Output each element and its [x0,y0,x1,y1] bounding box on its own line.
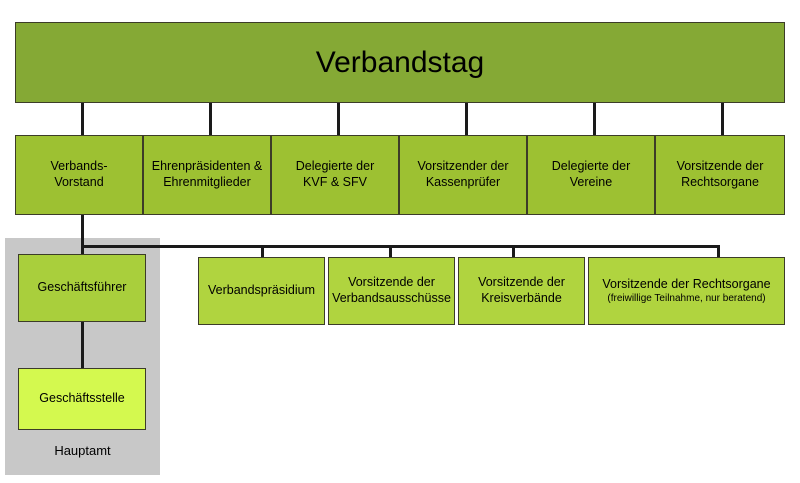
node-delegierte-vereine-label: Delegierte der Vereine [551,159,631,189]
connector-root-to-delegierte-kvf [337,103,340,135]
connector-vorstand-down [81,215,84,256]
node-verbandspraesidium-label: Verbandspräsidium [207,283,315,298]
node-verbandstag-label: Verbandstag [315,45,485,79]
node-vorsitzende-kreisverbaende-label: Vorsitzende der Kreisverbände [478,275,565,305]
node-vorsitzende-rechtsorgane[interactable]: Vorsitzende der Rechtsorgane [655,135,785,215]
node-delegierte-kvf-sfv-label: Delegierte der KVF & SFV [295,159,375,189]
connector-root-to-kassenpruefer [465,103,468,135]
connector-root-to-vereine [593,103,596,135]
connector-bus-to-ausschuesse [389,245,392,258]
node-delegierte-vereine[interactable]: Delegierte der Vereine [527,135,655,215]
node-vorsitzende-rechtsorgane-beratend-note: (freiwillige Teilnahme, nur beratend) [607,292,766,304]
node-geschaeftsfuehrer-label: Geschäftsführer [37,280,127,295]
node-vorsitzende-verbandsausschuesse[interactable]: Vorsitzende der Verbandsausschüsse [328,257,455,325]
node-vorsitzende-rechtsorgane-beratend[interactable]: Vorsitzende der Rechtsorgane (freiwillig… [588,257,785,325]
node-geschaeftsstelle-label: Geschäftsstelle [39,391,125,406]
node-verbands-vorstand[interactable]: Verbands- Vorstand [15,135,143,215]
hauptamt-group-caption: Hauptamt [54,443,111,458]
node-vorsitzende-verbandsausschuesse-label: Vorsitzende der Verbandsausschüsse [332,275,451,305]
node-verbandstag[interactable]: Verbandstag [15,22,785,103]
node-delegierte-kvf-sfv[interactable]: Delegierte der KVF & SFV [271,135,399,215]
node-ehrenpraesidenten-ehrenmitglieder[interactable]: Ehrenpräsidenten & Ehrenmitglieder [143,135,271,215]
node-vorsitzender-kassenpruefer[interactable]: Vorsitzender der Kassenprüfer [399,135,527,215]
connector-root-to-ehren [209,103,212,135]
connector-root-to-vorstand [81,103,84,135]
node-verbandspraesidium[interactable]: Verbandspräsidium [198,257,325,325]
node-vorsitzende-rechtsorgane-label: Vorsitzende der Rechtsorgane [676,159,764,189]
node-ehrenpraesidenten-ehrenmitglieder-label: Ehrenpräsidenten & Ehrenmitglieder [151,159,263,189]
connector-horizontal-bus [81,245,720,248]
connector-geschaeftsfuehrer-to-geschaeftsstelle [81,322,84,369]
connector-bus-to-praesidium [261,245,264,258]
connector-bus-to-kreisverbaende [512,245,515,258]
node-geschaeftsfuehrer[interactable]: Geschäftsführer [18,254,146,322]
connector-bus-to-rechtsorgane-beratend [717,245,720,258]
node-verbands-vorstand-label: Verbands- Vorstand [50,159,108,189]
node-vorsitzende-kreisverbaende[interactable]: Vorsitzende der Kreisverbände [458,257,585,325]
connector-root-to-rechtsorgane [721,103,724,135]
node-vorsitzender-kassenpruefer-label: Vorsitzender der Kassenprüfer [417,159,509,189]
node-geschaeftsstelle[interactable]: Geschäftsstelle [18,368,146,430]
node-vorsitzende-rechtsorgane-beratend-label: Vorsitzende der Rechtsorgane [602,276,771,291]
